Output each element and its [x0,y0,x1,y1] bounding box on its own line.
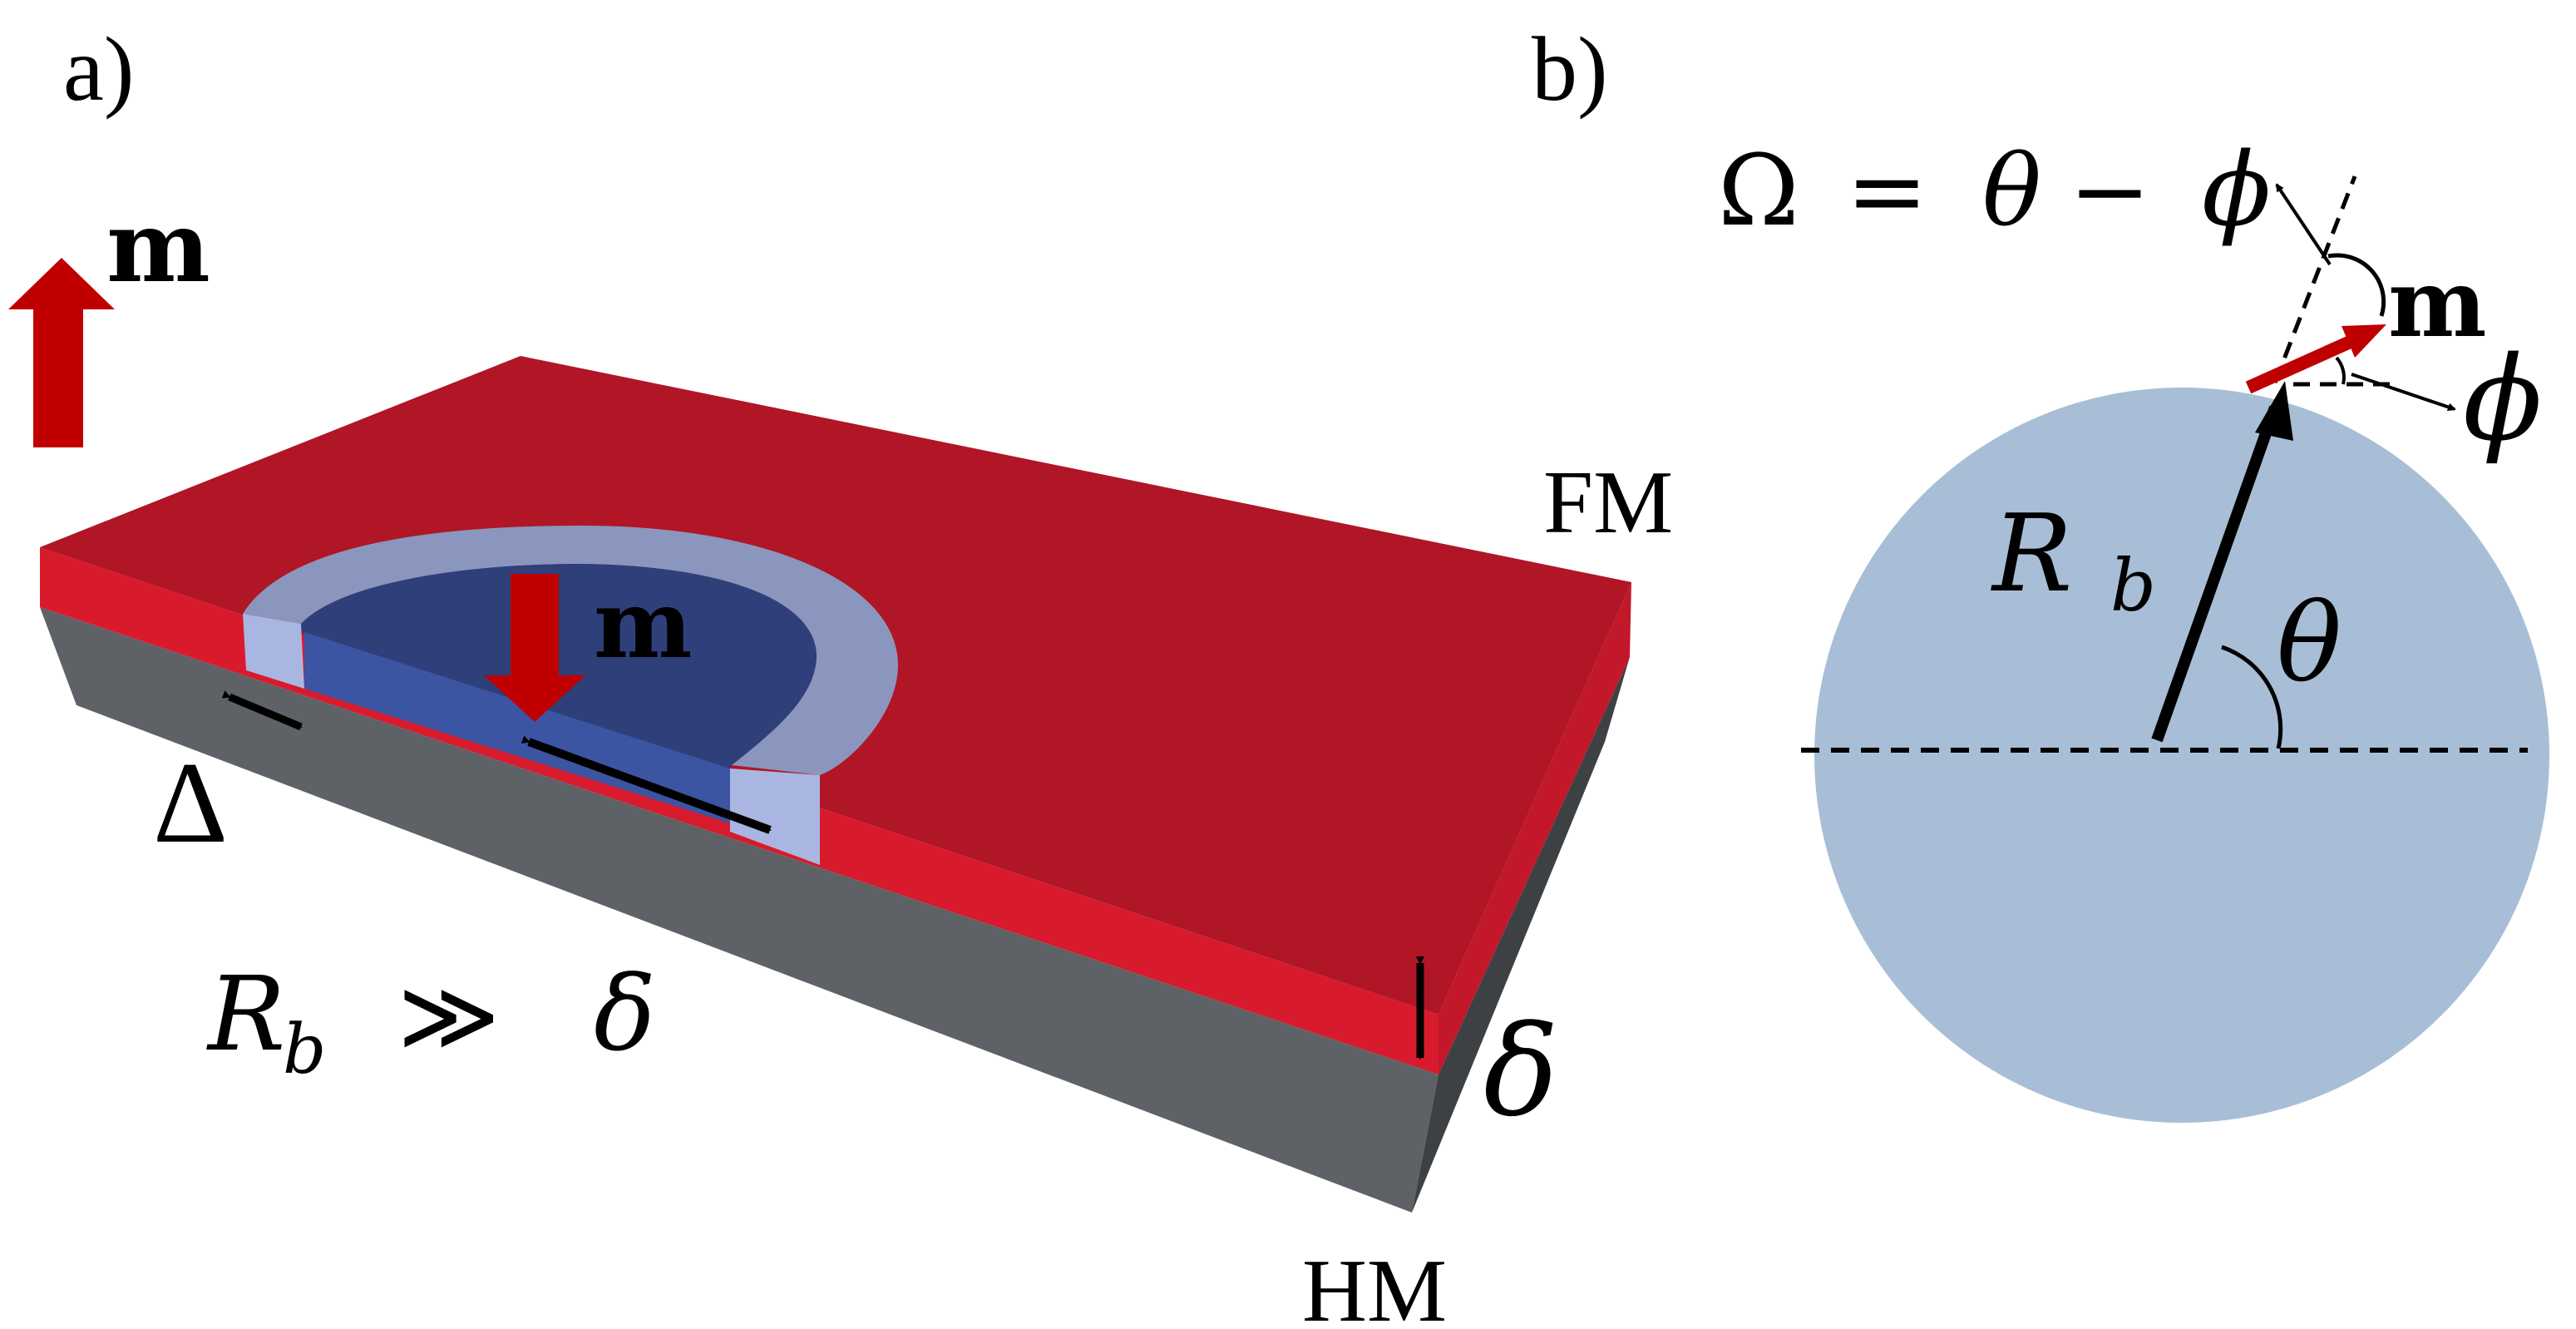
m-tip-arrowhead-icon [2342,324,2386,358]
phi-angle-arc [2335,356,2346,385]
m-tip-vector [2245,329,2366,394]
m-down-arrow-icon [484,574,585,722]
bubble-disk [1814,388,2549,1123]
domain-wall-front-left [243,614,304,689]
omega-minus: − [2069,133,2151,248]
omega-symbol: Ω [1718,133,1799,248]
relation-op: ≫ [397,958,501,1073]
hm-layer-side [1412,657,1630,1213]
relation-sub: b [283,1010,327,1089]
omega-pointer-line [2275,183,2332,266]
panel-b-label: b) [1532,18,1608,120]
radius-double-arrow [521,735,772,834]
m-tip-label: m [2388,249,2487,358]
delta-wall-label: Δ [153,739,228,867]
delta-thickness-label: δ [1483,1000,1558,1144]
radius-vector [2151,405,2281,743]
m-up-label: m [106,189,210,304]
panel-a: a) m m Δ [8,18,1673,1329]
phi-pointer-line [2351,373,2456,412]
relation-delta: δ [594,955,656,1075]
relation-r: R [206,955,285,1075]
panel-b: b) Ω = θ − ϕ θ R b m [1532,18,2549,1123]
panel-a-label: a) [63,18,134,120]
theta-arc [2221,645,2283,749]
fm-layer-side [1439,582,1631,1075]
domain-wall-ring [243,526,898,775]
radial-dashed-line [2273,175,2357,383]
omega-theta: θ [1982,133,2041,248]
radius-arrowhead-icon [2255,381,2293,441]
fm-label: FM [1543,453,1673,552]
omega-equation: Ω = θ − ϕ [1718,131,2271,249]
r-label: R [1991,492,2072,616]
relation-expression: R b ≫ δ [206,955,656,1089]
omega-equals: = [1846,133,1928,248]
theta-label: θ [2277,580,2342,706]
r-sub-label: b [2110,545,2156,628]
hm-label: HM [1302,1242,1447,1329]
m-up-arrow-icon [8,258,115,447]
omega-phi: ϕ [2202,131,2271,249]
omega-angle-arc [2327,253,2386,317]
hm-layer-front [40,607,1439,1213]
phi-label: ϕ [2463,332,2542,467]
m-down-label: m [594,571,693,679]
wall-width-double-arrow [221,690,303,731]
